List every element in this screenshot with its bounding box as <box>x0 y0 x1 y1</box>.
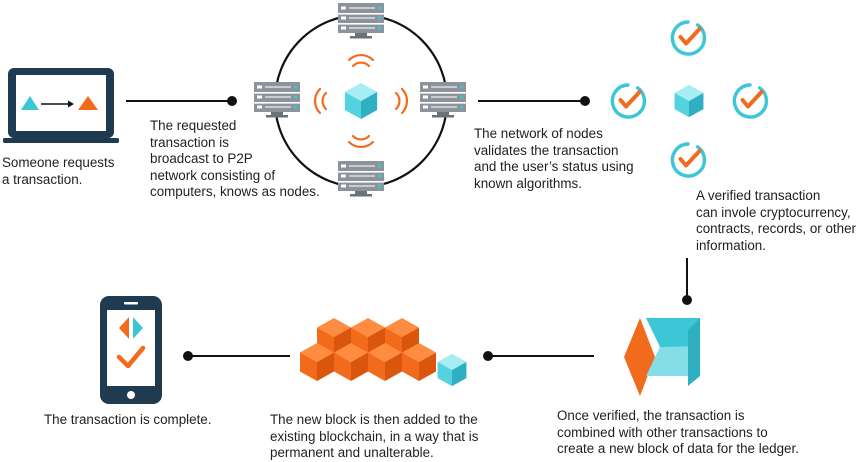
caption-line: transaction is <box>150 134 229 150</box>
block-icon <box>624 318 700 396</box>
caption-line: a transaction. <box>2 171 83 187</box>
connector-dot <box>580 96 590 106</box>
caption-line: combined with other transactions to <box>557 424 768 440</box>
caption-line: existing blockchain, in a way that is <box>270 428 479 444</box>
caption-line: broadcast to P2P <box>150 151 253 167</box>
caption-new-block: Once verified, the transaction is combin… <box>557 408 799 458</box>
caption-line: Someone requests <box>2 155 115 170</box>
caption-validate: The network of nodes validates the trans… <box>474 126 634 192</box>
caption-line: and the user’s status using <box>474 159 634 175</box>
caption-line: The new block is then added to the <box>270 412 478 427</box>
caption-chain: The new block is then added to the exist… <box>270 412 478 462</box>
blockchain-icon <box>300 318 467 387</box>
caption-line: The transaction is complete. <box>44 412 212 427</box>
caption-line: network consisting of <box>150 167 276 183</box>
caption-broadcast: The requested transaction is broadcast t… <box>150 118 320 201</box>
server-network-icon <box>254 3 466 197</box>
connector-dot <box>483 351 493 361</box>
caption-line: validates the transaction <box>474 142 619 158</box>
caption-line: permanent and unalterable. <box>270 445 434 461</box>
phone-icon <box>100 296 162 404</box>
caption-verified: A verified transaction can invole crypto… <box>696 188 856 254</box>
caption-line: The network of nodes <box>474 126 603 141</box>
caption-request: Someone requests a transaction. <box>2 155 114 188</box>
laptop-icon <box>3 68 119 143</box>
connector-dot <box>682 295 692 305</box>
flow-connectors <box>126 96 692 361</box>
connector-dot <box>183 351 193 361</box>
caption-line: A verified transaction <box>696 188 821 203</box>
connector-dot <box>227 96 237 106</box>
caption-line: information. <box>696 237 766 253</box>
caption-line: computers, knows as nodes. <box>150 184 320 200</box>
caption-line: The requested <box>150 118 237 133</box>
caption-line: can invole cryptocurrency, <box>696 204 851 220</box>
caption-line: contracts, records, or other <box>696 221 857 237</box>
caption-line: create a new block of data for the ledge… <box>557 441 799 457</box>
caption-line: Once verified, the transaction is <box>557 408 745 423</box>
caption-line: known algorithms. <box>474 175 582 191</box>
verified-nodes-icon <box>610 20 769 178</box>
caption-complete: The transaction is complete. <box>44 412 211 429</box>
